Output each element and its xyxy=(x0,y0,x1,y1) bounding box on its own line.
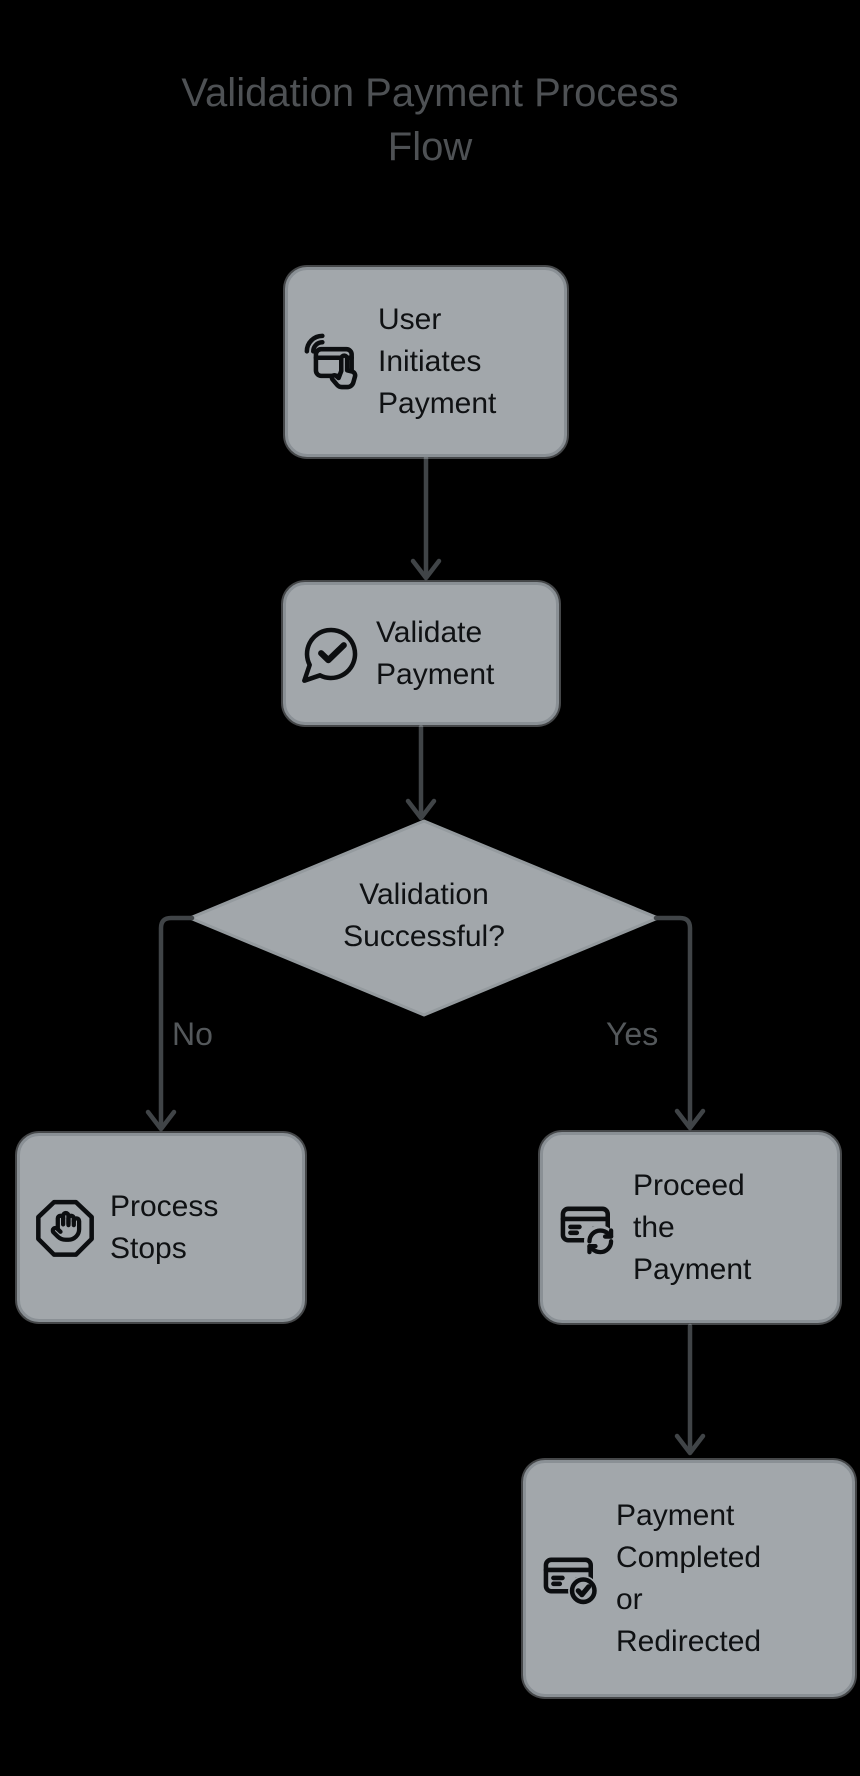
diagram-title-line1: Validation Payment Process xyxy=(181,71,679,115)
stop-hand-icon xyxy=(36,1199,94,1257)
node-label: Proceed the Payment xyxy=(633,1168,752,1286)
edge-proceed-to-complete xyxy=(674,1323,706,1456)
tap-payment-icon xyxy=(304,333,358,390)
flow-node-process-stops: Process Stops xyxy=(17,1133,305,1322)
edge-decision-yes xyxy=(653,915,706,1131)
diagram-title-line2: Flow xyxy=(387,125,473,169)
card-check-icon xyxy=(543,1557,599,1606)
diagram-title: Validation Payment Process Flow xyxy=(0,66,860,174)
node-label: User Initiates Payment xyxy=(378,303,497,420)
flow-node-validation-successful: Validation Successful? xyxy=(343,878,505,953)
node-label: Process Stops xyxy=(110,1189,219,1265)
edge-start-to-validate xyxy=(410,455,442,581)
edge-label-yes: Yes xyxy=(606,1016,659,1052)
node-label: Payment Completed or Redirected xyxy=(616,1498,762,1658)
message-check-icon xyxy=(302,627,358,683)
flow-node-payment-completed: Payment Completed or Redirected xyxy=(523,1460,855,1697)
node-label: Validate Payment xyxy=(376,615,495,691)
flow-node-validate-payment: Validate Payment xyxy=(283,582,559,725)
edge-validate-to-decision xyxy=(405,724,437,821)
card-refresh-icon xyxy=(560,1206,616,1257)
flow-node-user-initiates-payment: User Initiates Payment xyxy=(285,267,567,457)
flow-node-proceed-payment: Proceed the Payment xyxy=(540,1132,840,1323)
edge-label-no: No xyxy=(172,1016,213,1052)
